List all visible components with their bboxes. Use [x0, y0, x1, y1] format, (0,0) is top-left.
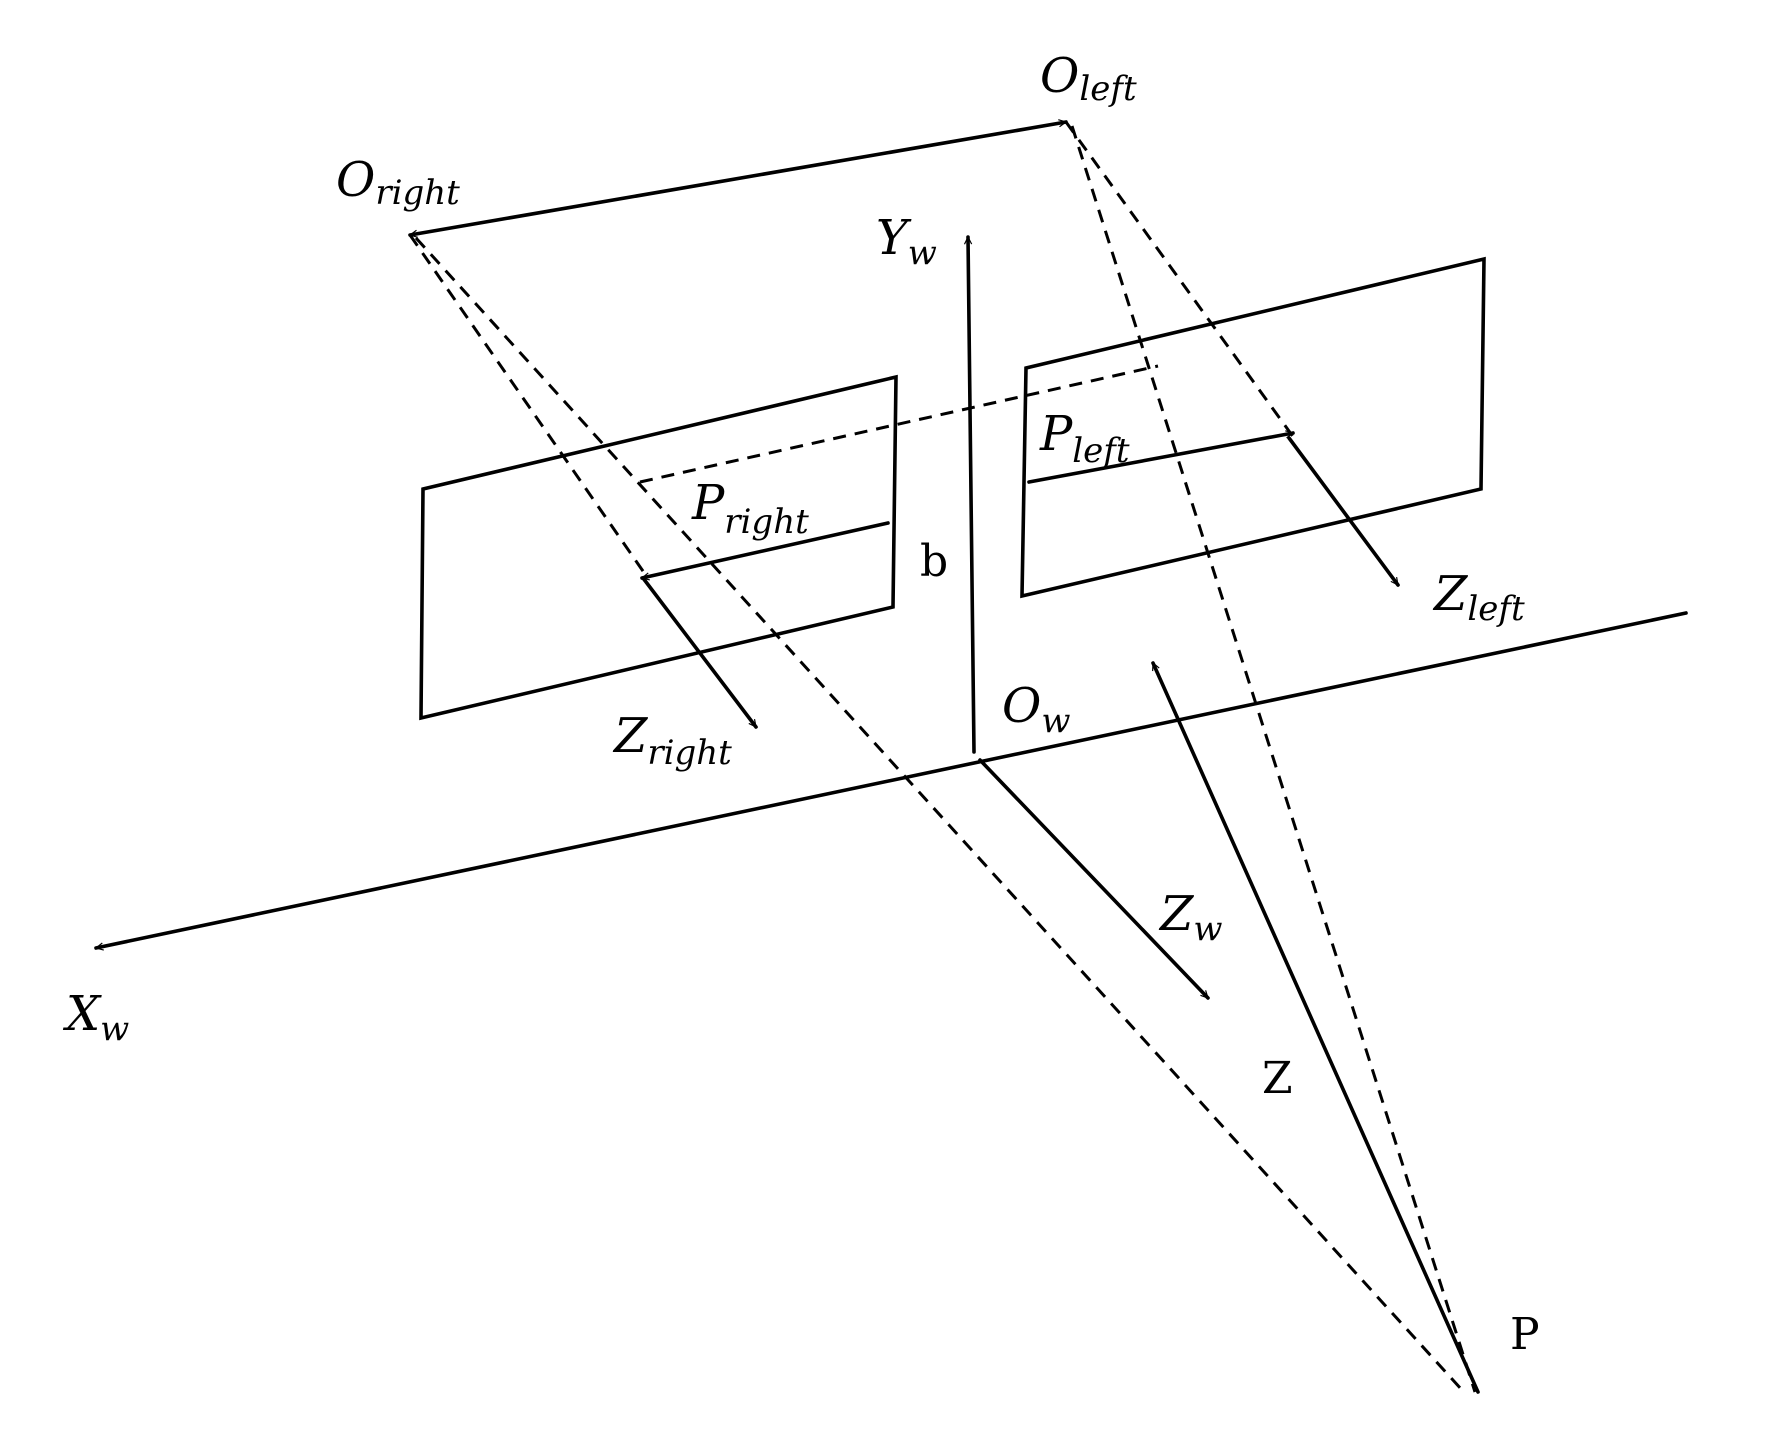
- baseline-arrow: [408, 122, 1068, 235]
- left-image-plane: [1020, 256, 1486, 599]
- label-o-w: Ow: [1002, 678, 1070, 741]
- label-z-right: Zright: [612, 708, 732, 773]
- label-depth-z: Z: [1262, 1053, 1293, 1104]
- ray-left-2: [1070, 125, 1477, 1393]
- right-image-plane: [419, 374, 898, 721]
- p-right-arrow: [640, 521, 890, 578]
- y-axis: [968, 235, 976, 754]
- ray-left-1: [1064, 121, 1296, 439]
- label-p-left: Pleft: [1039, 406, 1130, 471]
- label-y-w: Yw: [876, 210, 937, 273]
- label-x-w: Xw: [62, 986, 129, 1049]
- label-p-right: Pright: [691, 475, 809, 542]
- label-o-right: Oright: [336, 152, 460, 213]
- z-w-axis: [978, 758, 1210, 1000]
- depth-arrow: [1151, 661, 1480, 1394]
- x-axis: [94, 611, 1688, 948]
- label-point-p: P: [1510, 1309, 1540, 1360]
- p-left-arrow: [1027, 433, 1295, 484]
- epipolar-dashed-line: [639, 364, 1159, 484]
- z-left-arrow: [1287, 436, 1400, 587]
- label-z-w: Zw: [1158, 886, 1222, 949]
- label-b: b: [920, 536, 948, 587]
- z-right-arrow: [641, 576, 758, 729]
- ray-right-1: [408, 234, 647, 575]
- label-o-left: Oleft: [1040, 48, 1137, 109]
- ray-right-2: [414, 236, 1464, 1392]
- label-z-left: Zleft: [1432, 566, 1525, 629]
